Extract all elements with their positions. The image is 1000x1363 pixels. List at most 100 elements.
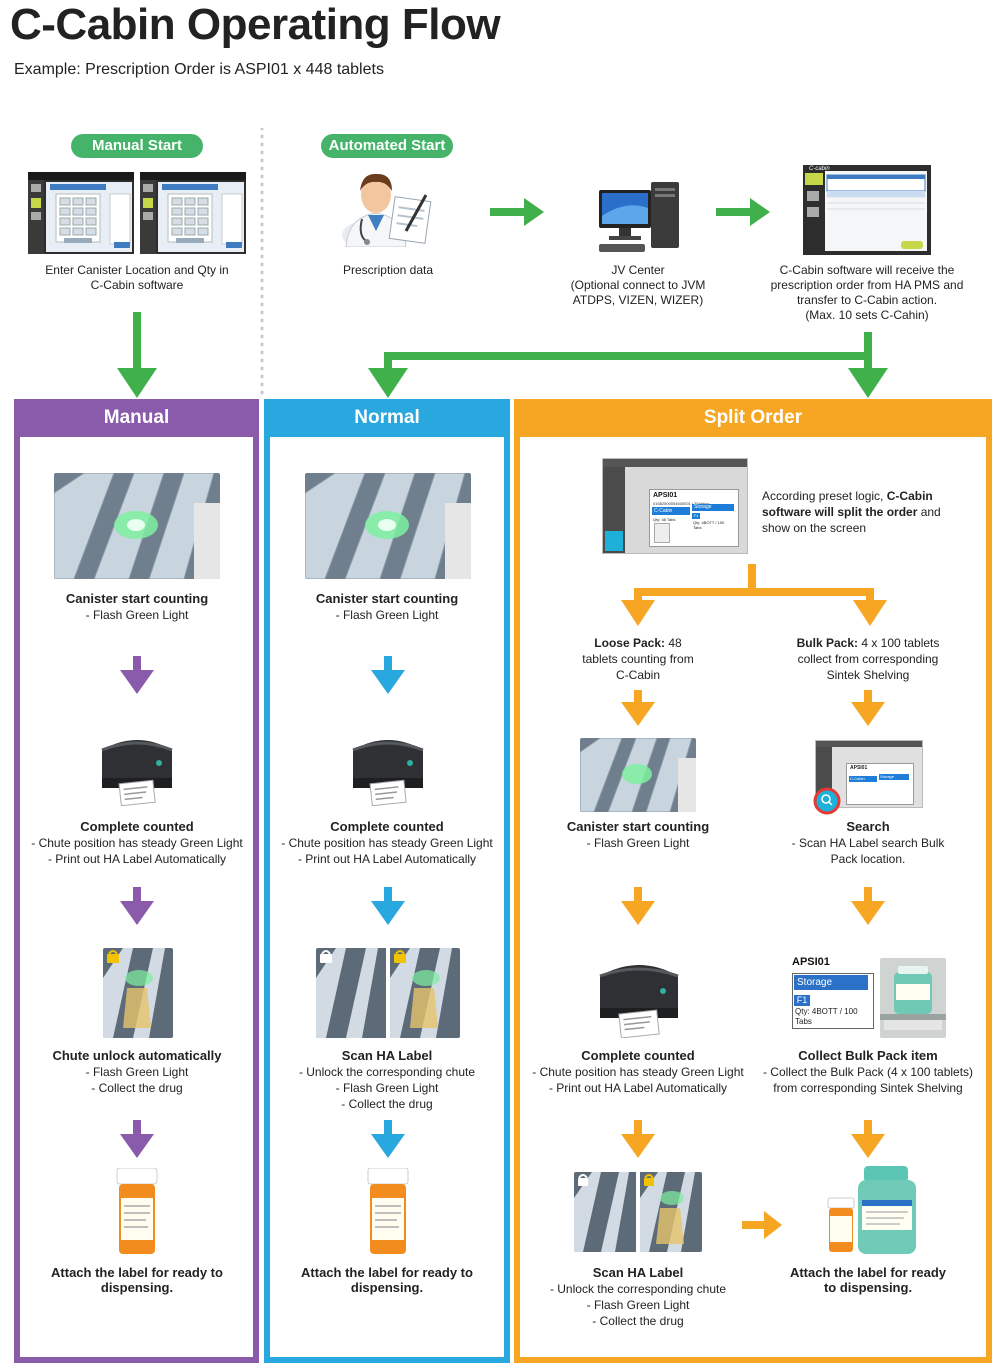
canister-photo	[305, 473, 471, 579]
split-right-arrow-3	[851, 1120, 885, 1158]
screen-thumb	[654, 523, 670, 543]
screen-order-card: APSI01 01682500054600001 / 35/dd/yy C-Ca…	[649, 489, 739, 547]
split-left-step1-lines: - Flash Green Light	[586, 836, 690, 850]
split-left-step3-title: Scan HA Label	[592, 1265, 684, 1280]
label-printer-photo	[352, 740, 424, 806]
dotted-separator	[260, 128, 264, 398]
chute-unlock-photo	[103, 948, 173, 1038]
screen-tag-storage: Storage	[692, 504, 734, 511]
scan-label-photo-pair	[574, 1172, 702, 1252]
split-left-arrow-3	[621, 1120, 655, 1158]
split-left-step1-title: Canister start counting	[566, 819, 710, 834]
computer-icon	[599, 182, 679, 252]
manual-column	[14, 399, 259, 1363]
normal-arrow-1	[371, 656, 405, 694]
manual-arrow-1	[120, 656, 154, 694]
screen-tag-ccabin: C-Cabin	[652, 507, 690, 515]
bulk-label-qty: Qty: 4BOTT / 100 Tabs	[795, 1007, 858, 1026]
pill-bottle-photo	[367, 1168, 409, 1254]
screen-order-code: APSI01	[653, 492, 678, 499]
screen-qty-tabs: Qty: 48 Tabs	[653, 517, 676, 522]
bulk-label-code: APSI01	[792, 956, 830, 968]
bulk-label-storage: Storage	[794, 975, 868, 990]
split-left-step2-lines: - Chute position has steady Green Light …	[532, 1065, 744, 1095]
doctor-icon	[342, 173, 432, 247]
screen-qty-bott: Qty: 4BOTT / 100 Tabs	[693, 520, 725, 530]
split-right-step3-title: Attach the label for ready to dispensing…	[789, 1265, 947, 1295]
normal-arrow-3	[371, 1120, 405, 1158]
normal-step1-lines: - Flash Green Light	[335, 608, 439, 622]
jv-center-caption: JV Center (Optional connect to JVM ATDPS…	[570, 263, 706, 307]
manual-column-header: Manual	[14, 399, 259, 437]
bulk-pack-desc: 4 x 100 tablets collect from correspondi…	[797, 636, 940, 682]
screen-topbar	[603, 459, 747, 467]
manual-step3-lines: - Flash Green Light - Collect the drug	[85, 1065, 189, 1095]
bulk-label-card: APSI01 Storage F1 Qty: 4BOTT / 100 Tabs	[790, 956, 876, 1032]
bulk-pack-text: Bulk Pack: 4 x 100 tablets collect from …	[776, 635, 960, 683]
arrow-to-jv	[490, 198, 544, 226]
screen-barcode: 01682500054600001 / 35/dd/yy	[653, 501, 710, 506]
normal-step2-lines: - Chute position has steady Green Light …	[281, 836, 493, 866]
canister-photo	[54, 473, 220, 579]
split-right-arrow-1	[851, 690, 885, 726]
split-right-step1-lines: - Scan HA Label search Bulk Pack locatio…	[791, 836, 945, 866]
green-connector-arrows	[117, 312, 888, 398]
loose-pack-desc: 48 tablets counting from C-Cabin	[582, 636, 694, 682]
manual-step3-title: Chute unlock automatically	[52, 1048, 222, 1063]
split-intro-text: According preset logic, C-Cabin software…	[762, 488, 962, 536]
search-card-tag-ccabin: C-Cabin	[849, 776, 877, 782]
label-printer-photo	[599, 965, 679, 1038]
split-column-header: Split Order	[514, 399, 992, 437]
page-subtitle: Example: Prescription Order is ASPI01 x …	[14, 61, 384, 78]
split-order-screen: APSI01 01682500054600001 / 35/dd/yy C-Ca…	[602, 458, 748, 554]
split-left-arrow-1	[621, 690, 655, 726]
normal-column	[264, 399, 510, 1363]
split-column	[514, 399, 992, 1363]
split-intro-bold: C-Cabin software will split the order	[762, 489, 933, 519]
manual-start-pill: Manual Start	[71, 134, 203, 158]
normal-step3-lines: - Unlock the corresponding chute - Flash…	[298, 1065, 476, 1111]
manual-arrow-3	[120, 1120, 154, 1158]
normal-arrow-2	[371, 887, 405, 925]
manual-keypad-screens	[28, 172, 246, 254]
normal-step4-title: Attach the label for ready to dispensing…	[301, 1265, 473, 1295]
split-right-arrow-2	[851, 887, 885, 925]
split-branch-arrows	[621, 564, 887, 626]
manual-step2-lines: - Chute position has steady Green Light …	[31, 836, 243, 866]
ccabin-caption: C-Cabin software will receive the prescr…	[770, 263, 964, 322]
ccabin-software-screen: C-cabin	[803, 165, 931, 255]
bulk-label-slot: F1	[794, 995, 810, 1006]
bulk-pack-title: Bulk Pack:	[796, 636, 858, 650]
normal-column-header: Normal	[264, 399, 510, 437]
search-card-code: APSI01	[850, 765, 868, 771]
search-highlight-icon	[813, 787, 841, 815]
search-screen: APSI01 C-Cabin Storage	[815, 740, 923, 808]
split-left-arrow-2	[621, 887, 655, 925]
label-printer-photo	[101, 740, 173, 806]
manual-step1-title: Canister start counting	[65, 591, 209, 606]
split-left-step2-title: Complete counted	[581, 1048, 695, 1063]
prescription-caption: Prescription data	[342, 263, 434, 277]
screen-slot: F1	[692, 513, 700, 519]
final-bottles-photo	[827, 1166, 916, 1254]
split-right-step2-lines: - Collect the Bulk Pack (4 x 100 tablets…	[762, 1065, 974, 1095]
split-final-right-arrow	[742, 1211, 782, 1239]
loose-pack-text: Loose Pack: 48 tablets counting from C-C…	[548, 635, 728, 683]
search-card-tag-storage: Storage	[879, 774, 909, 780]
automated-start-pill: Automated Start	[321, 134, 453, 158]
scan-label-photo-pair	[316, 948, 460, 1038]
search-screen-topbar	[816, 741, 922, 747]
split-left-step3-lines: - Unlock the corresponding chute - Flash…	[549, 1282, 727, 1328]
screen-search-tab	[605, 531, 623, 551]
normal-step3-title: Scan HA Label	[341, 1048, 433, 1063]
split-right-step1-title: Search	[846, 819, 890, 834]
arrow-to-ccabin	[716, 198, 770, 226]
manual-step2-title: Complete counted	[80, 819, 194, 834]
pill-bottle-photo	[116, 1168, 158, 1254]
manual-step4-title: Attach the label for ready to dispensing…	[51, 1265, 223, 1295]
search-screen-card: APSI01 C-Cabin Storage	[846, 763, 914, 805]
ccabin-brand: C-cabin	[809, 166, 830, 172]
manual-start-caption: Enter Canister Location and Qty in C-Cab…	[45, 263, 229, 292]
page-title: C-Cabin Operating Flow	[10, 0, 501, 49]
shelf-photo	[880, 958, 946, 1038]
